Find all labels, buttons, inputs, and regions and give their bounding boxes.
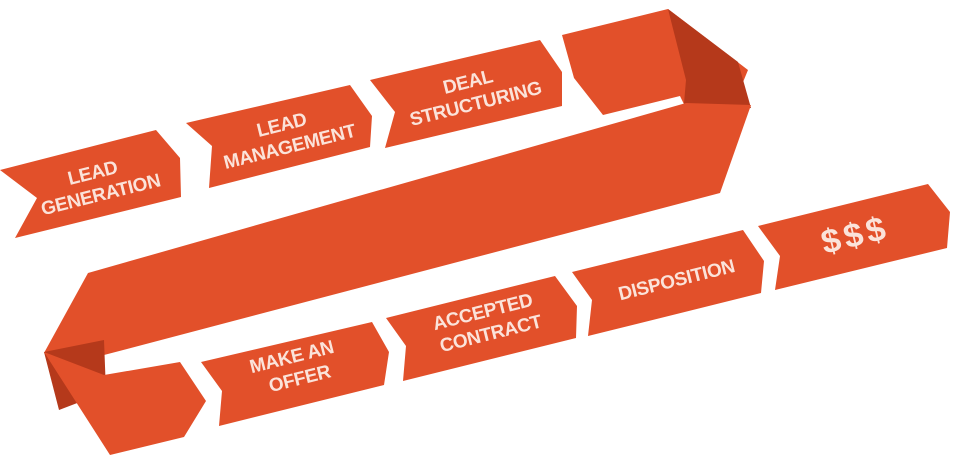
step-lead-generation: LEAD GENERATION	[0, 130, 181, 238]
step-segment	[186, 85, 372, 188]
step-lead-management: LEAD MANAGEMENT	[186, 85, 372, 188]
step-label: ACCEPTED CONTRACT	[431, 289, 546, 358]
step-segment	[370, 40, 562, 148]
step-money: $$$	[758, 184, 950, 290]
step-accepted-contract: ACCEPTED CONTRACT	[386, 276, 577, 381]
step-segment	[758, 184, 950, 290]
step-segment	[386, 276, 577, 381]
step-segment	[0, 130, 181, 238]
ribbon-fold-upper	[668, 9, 751, 115]
step-make-an-offer: MAKE AN OFFER	[201, 322, 389, 426]
step-deal-structuring: DEAL STRUCTURING	[370, 40, 562, 148]
ribbon-bottom-start	[44, 352, 206, 455]
step-disposition: DISPOSITION	[572, 230, 764, 336]
step-segment	[572, 230, 764, 336]
step-segment	[201, 322, 389, 426]
ribbon-diagonal-band	[44, 103, 751, 355]
